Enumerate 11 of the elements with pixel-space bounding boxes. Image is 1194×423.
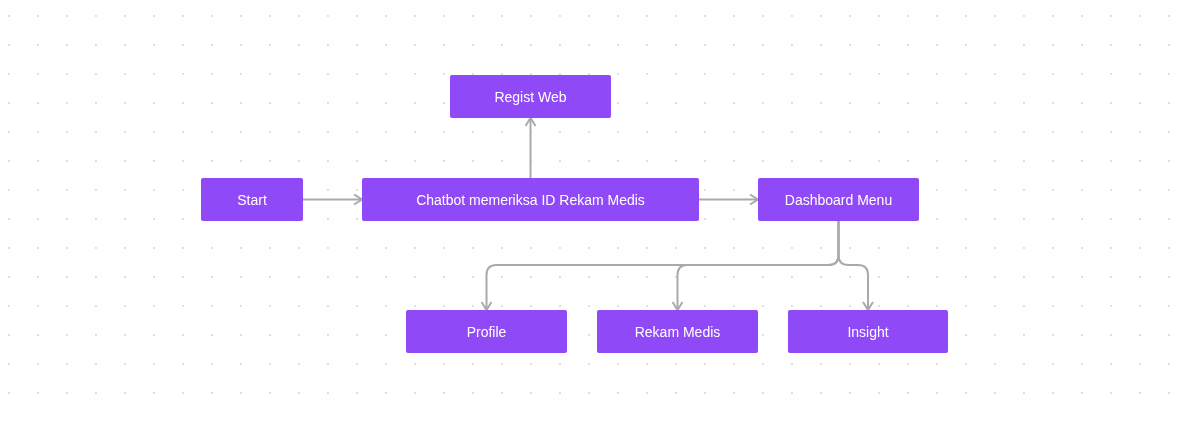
arrow [698,193,759,206]
arrow [524,117,537,179]
process-box: Insight [788,310,948,353]
process-box: Dashboard Menu [758,178,919,221]
arrow [302,193,363,206]
process-box: Regist Web [450,75,611,118]
process-box: Profile [406,310,567,353]
arrow [837,220,874,311]
process-box: Chatbot memeriksa ID Rekam Medis [362,178,699,221]
process-box: Rekam Medis [597,310,758,353]
process-box: Start [201,178,303,221]
